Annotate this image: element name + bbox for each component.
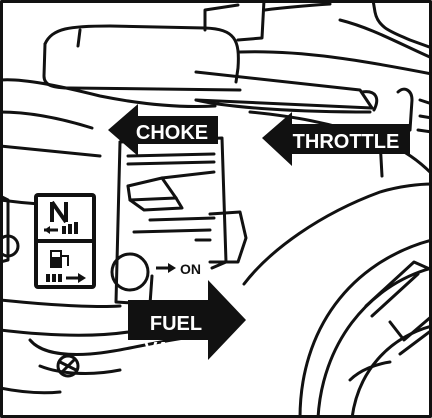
fuel-valve-label-line1: FUEL [150, 313, 202, 335]
start-run-decal [34, 193, 96, 289]
on-indicator: ON [156, 261, 201, 277]
throttle-callout: THROTTLE [262, 112, 410, 166]
choke-label: CHOKE [136, 122, 208, 144]
fuel-valve-arrow-icon [128, 280, 246, 360]
on-label: ON [180, 261, 201, 277]
choke-arrow-icon [108, 104, 218, 156]
throttle-arrow-icon [262, 112, 410, 166]
throttle-label: THROTTLE [293, 131, 400, 153]
on-arrow-icon [168, 263, 176, 273]
choke-callout: CHOKE [108, 104, 218, 156]
fuel-valve-callout: FUEL VALVE [128, 280, 246, 361]
fuel-valve-label-line2: VALVE [144, 339, 208, 361]
